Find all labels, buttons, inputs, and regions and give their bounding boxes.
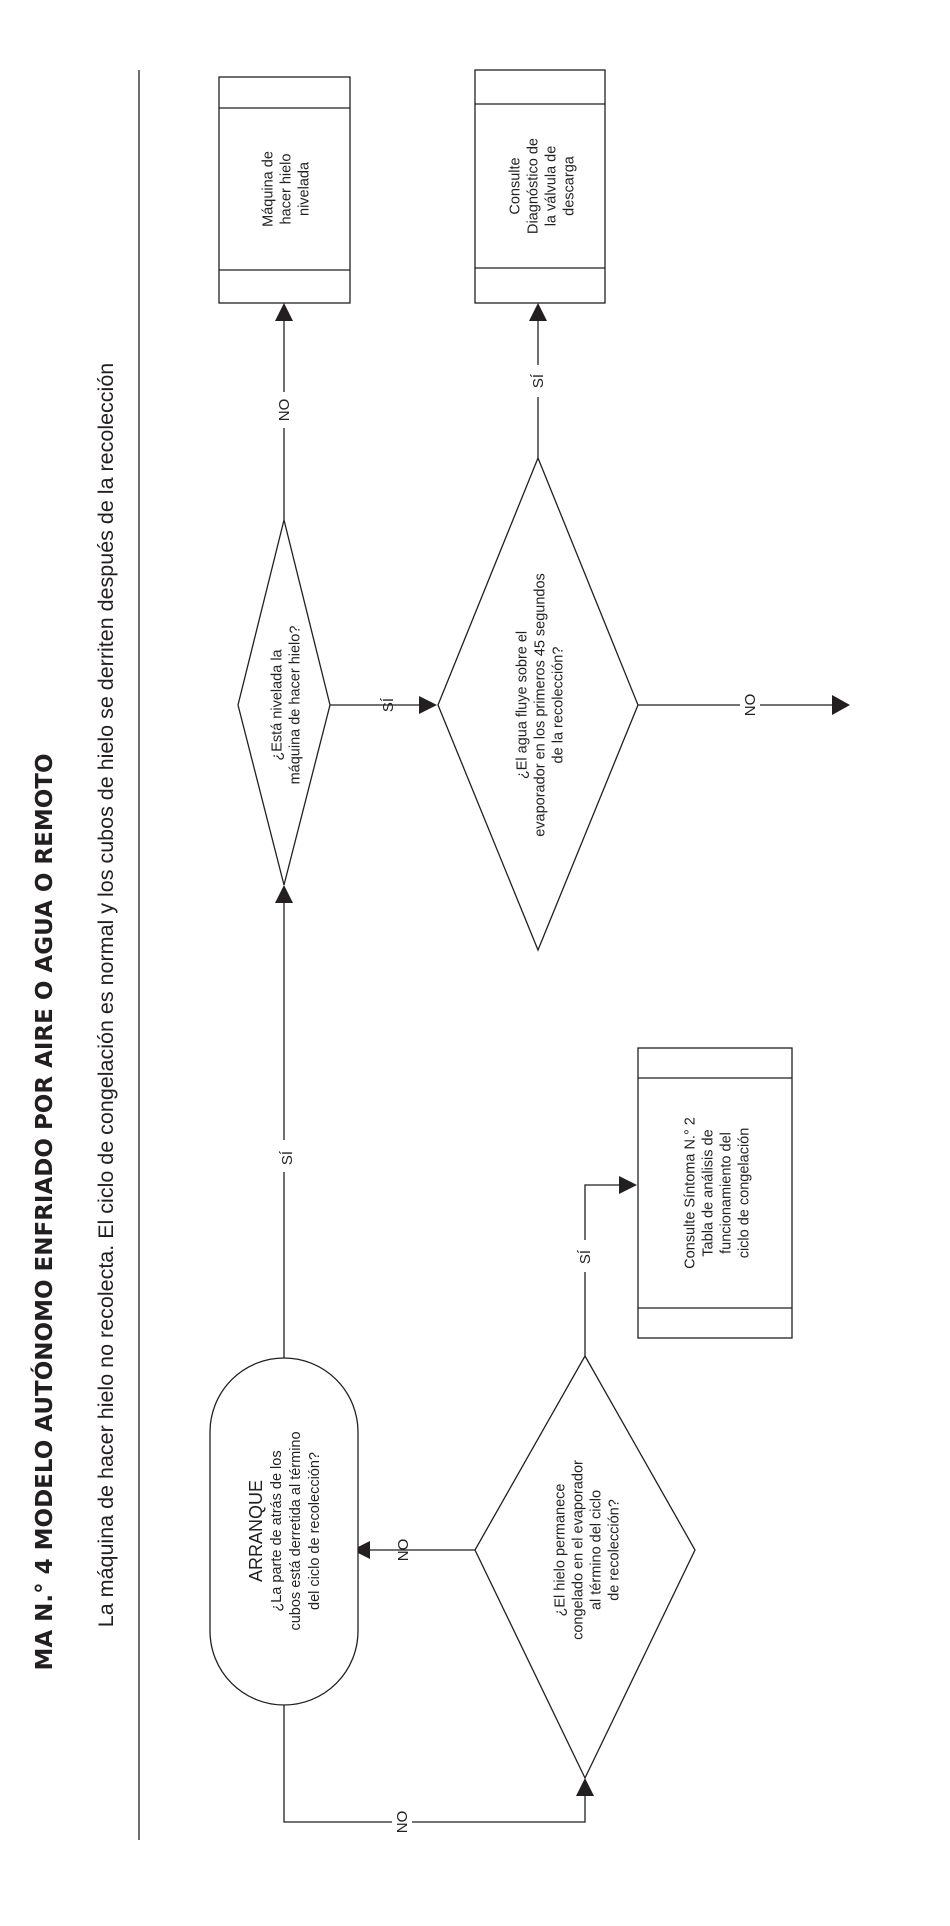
decision-level [237, 519, 331, 886]
node-text-line: ¿La parte de atrás de los [269, 1450, 285, 1611]
edge-label-start-no: NO [394, 1811, 411, 1834]
edge-label-start-si: SÍ [279, 1150, 296, 1165]
edge-label-water-si: SÍ [530, 373, 547, 388]
node-text-line: del ciclo de recolección? [307, 1452, 323, 1610]
page-subtitle: La máquina de hacer hielo no recolecta. … [94, 363, 118, 1627]
result-dump-valve [474, 69, 606, 304]
node-text-line: al término del ciclo [588, 1490, 604, 1610]
node-text-line: Máquina de [260, 151, 276, 227]
arrow-water-no [832, 695, 850, 715]
node-text-line: Consulte [507, 157, 523, 214]
result-leveled [218, 76, 351, 304]
page-title: MA N.° 4 MODELO AUTÓNOMO ENFRIADO POR AI… [30, 753, 58, 1670]
node-text-line: congelado en el evaporador [570, 1460, 586, 1640]
label-bg-start-si [274, 1140, 294, 1172]
arrow-water-si [529, 303, 547, 321]
decision-water-flow [437, 456, 639, 952]
label-bg-water-no [740, 686, 760, 724]
edge-ice-si [584, 1184, 620, 1356]
node-text-line: hacer hielo [278, 154, 294, 225]
arrow-to-ice-decision [576, 1778, 594, 1796]
edge-label-level-si: SÍ [380, 697, 397, 712]
decision-ice-frozen [474, 1354, 696, 1780]
node-text-line: ciclo de congelación [736, 1128, 752, 1259]
node-text-line: evaporador en los primeros 45 segundos [532, 573, 548, 837]
edge-label-water-no: NO [742, 694, 759, 717]
label-bg-start-no [392, 1798, 412, 1834]
start-terminal [209, 1357, 359, 1706]
node-text-line: ¿El hielo permanece [552, 1484, 568, 1617]
edge-label-ice-si: SÍ [577, 1249, 594, 1264]
result-symptom-2 [637, 1047, 793, 1339]
node-text-line: Tabla de análisis de [700, 1129, 716, 1256]
label-bg-level-no [274, 392, 294, 428]
node-text-line: funcionamiento del [718, 1132, 734, 1254]
node-text-line: Diagnóstico de [525, 138, 541, 234]
edge-label-ice-no: NO [395, 1539, 412, 1562]
label-bg-ice-si [575, 1240, 595, 1272]
node-text-line: de recolección? [606, 1499, 622, 1601]
arrow-ice-no-to-start [352, 1541, 370, 1559]
arrow-ice-si-to-symptom [619, 1176, 637, 1194]
node-text-line: ¿Está nivelada la [269, 648, 285, 760]
node-text-line: descarga [561, 155, 577, 216]
edge-start-no-loop [283, 1705, 586, 1823]
label-bg-water-si [528, 365, 548, 397]
node-text-line: nivelada [296, 161, 312, 216]
node-text-line: máquina de hacer hielo? [287, 626, 303, 785]
node-text-line: la válvula de [543, 146, 559, 227]
node-text-line: Consulte Síntoma N.° 2 [682, 1117, 698, 1269]
arrow-to-level-decision [275, 885, 293, 903]
node-text-line: ¿El agua fluye sobre el [514, 631, 530, 779]
node-text-line: cubos está derretida al término [288, 1431, 304, 1630]
arrow-level-no [275, 303, 293, 321]
node-text-line: de la recolección? [550, 647, 566, 764]
edge-label-level-no: NO [276, 399, 293, 422]
node-heading: ARRANQUE [246, 1480, 266, 1582]
arrow-level-si [419, 696, 437, 714]
